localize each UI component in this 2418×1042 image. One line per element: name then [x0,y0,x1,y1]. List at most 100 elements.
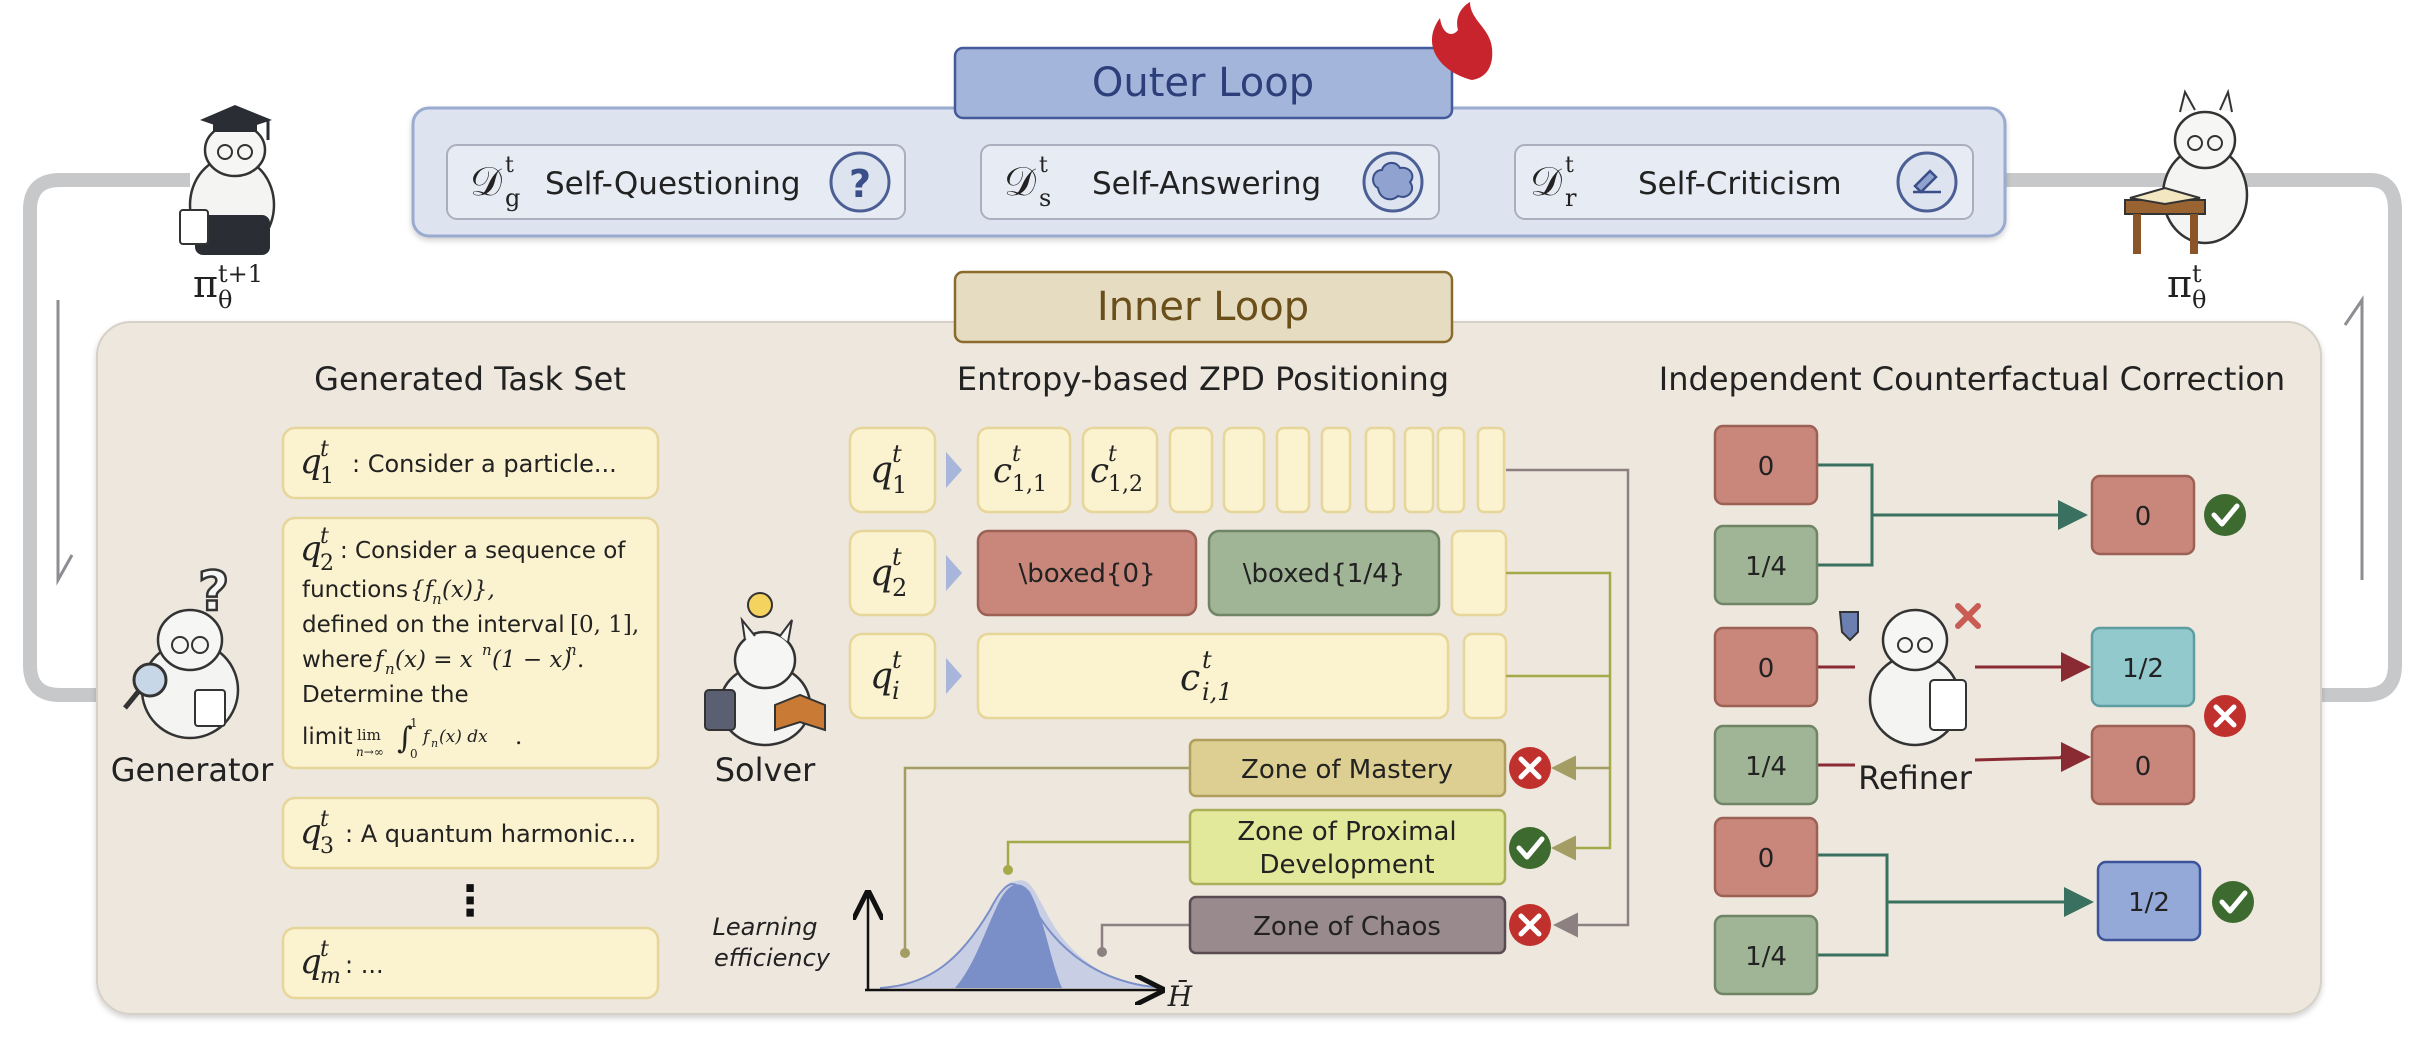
outer-loop-title: Outer Loop [1092,60,1314,106]
task-ellipsis: ⋮ [449,876,491,925]
reading-llama-icon [2124,88,2249,254]
svg-text:c: c [993,451,1012,491]
svg-text:0: 0 [1758,844,1775,874]
refiner-llama-icon [1838,603,1981,747]
svg-text:n: n [567,641,577,659]
svg-text:.: . [577,647,584,673]
inner-loop-title-box [953,270,1454,344]
self-answering-item: 𝒟 t s Self-Answering [980,144,1440,220]
svg-text:n: n [432,590,442,608]
y-axis-label-1: Learning [712,913,817,941]
correct-mark-icon [2204,494,2246,536]
svg-text:t: t [892,440,902,468]
svg-text:\boxed{1/4}: \boxed{1/4} [1243,559,1405,589]
svg-text:q: q [300,942,322,982]
question-icon: ? [829,151,891,213]
svg-text:g: g [505,184,520,212]
svg-text:n→∞: n→∞ [356,745,384,759]
svg-text:1: 1 [410,716,418,730]
svg-text:1/4: 1/4 [1745,942,1787,972]
svg-text:t: t [1202,646,1212,674]
svg-text:q: q [300,529,322,569]
answer-boxed-0 [976,529,1198,617]
outer-loop-panel: Outer Loop 𝒟 t g Self-Questioning ? 𝒟 t … [411,2,2007,238]
svg-text:π: π [193,262,218,306]
svg-text:(x)},: (x)}, [442,577,495,603]
x-axis-label: H̄ [1167,979,1193,1013]
svg-text:: ...: : ... [345,951,384,979]
zone-chaos: Zone of Chaos [1188,895,1551,955]
svg-text:c: c [1180,658,1200,699]
svg-text:t: t [892,543,902,571]
wrong-mark-icon [1509,904,1551,946]
outer-loop-title-box [953,46,1454,120]
svg-text:.: . [515,724,522,750]
generator-label: Generator [111,751,274,789]
svg-text:: A quantum harmonic...: : A quantum harmonic... [345,820,636,848]
solver-label: Solver [715,751,816,789]
graduate-llama-icon [179,105,276,255]
answer-boxed-quarter [1207,529,1441,617]
svg-text:1/2: 1/2 [2122,654,2164,684]
svg-text:q: q [300,812,322,852]
svg-text:t: t [505,153,514,178]
svg-text:Zone of Chaos: Zone of Chaos [1253,912,1441,942]
svg-text:defined on the interval: defined on the interval [302,612,565,638]
svg-text:t: t [2192,260,2202,288]
self-questioning-label: Self-Questioning [545,166,801,202]
svg-text:0: 0 [2135,752,2152,782]
generator-llama-icon: ? [123,559,240,740]
policy-next-label: π θ t+1 [193,260,263,314]
svg-text:{f: {f [410,577,437,603]
task-qm-card: q m t : ... [281,926,660,1000]
svg-text:q: q [870,450,893,491]
svg-text:1: 1 [320,464,334,489]
svg-text:n: n [482,641,492,659]
svg-text:t+1: t+1 [218,260,263,288]
svg-text:θ: θ [218,286,232,314]
svg-text:Zone of Mastery: Zone of Mastery [1241,755,1453,785]
correction-group-2: 0 1/4 1/2 0 [1713,626,2246,806]
svg-text:s: s [1039,184,1051,212]
svg-text:r: r [1565,184,1577,212]
svg-text:𝒟: 𝒟 [470,159,502,205]
svg-text:1: 1 [892,471,907,499]
svg-text:0: 0 [2135,502,2152,532]
self-questioning-item: 𝒟 t g Self-Questioning ? [446,144,906,220]
svg-text:t: t [1039,153,1048,178]
self-answering-label: Self-Answering [1092,166,1321,202]
correct-mark-icon [2212,881,2254,923]
outer-loop-ring [23,173,2402,702]
svg-text:: Consider a particle...: : Consider a particle... [352,450,617,478]
svg-text:t: t [1108,442,1117,467]
correction-group-1: 0 1/4 0 [1713,424,2246,606]
svg-text:Development: Development [1259,850,1434,880]
zone-proximal-development: Zone of Proximal Development [1188,808,1551,886]
svg-text:where: where [302,647,373,673]
svg-text:(x) = x: (x) = x [395,647,473,673]
learning-efficiency-plot: Learning efficiency H̄ [712,879,1193,1013]
svg-text:𝒟: 𝒟 [1004,159,1036,205]
wrong-mark-icon [1509,747,1551,789]
svg-text:3: 3 [320,834,334,859]
self-criticism-label: Self-Criticism [1638,166,1842,202]
svg-text:1,2: 1,2 [1108,472,1143,497]
svg-text:t: t [892,646,902,674]
svg-text:0: 0 [1758,654,1775,684]
pen-icon [1896,151,1958,213]
svg-text:𝒟: 𝒟 [1530,159,1562,205]
task-q2-card: q 2 t : Consider a sequence of functions… [281,516,660,770]
svg-text:1/4: 1/4 [1745,552,1787,582]
taskset-heading: Generated Task Set [314,360,626,398]
svg-text:t: t [1012,442,1021,467]
svg-text:∫: ∫ [397,721,413,756]
svg-text:Zone of Proximal: Zone of Proximal [1237,817,1456,847]
svg-text:f: f [421,727,432,747]
svg-text:functions: functions [302,577,408,603]
svg-text:(1 − x): (1 − x) [492,647,571,673]
svg-text:[0, 1],: [0, 1], [570,612,639,638]
y-axis-label-2: efficiency [714,944,831,972]
svg-text:(x) dx: (x) dx [439,727,488,747]
svg-text:t: t [320,524,329,549]
svg-text:Determine the: Determine the [302,682,469,708]
